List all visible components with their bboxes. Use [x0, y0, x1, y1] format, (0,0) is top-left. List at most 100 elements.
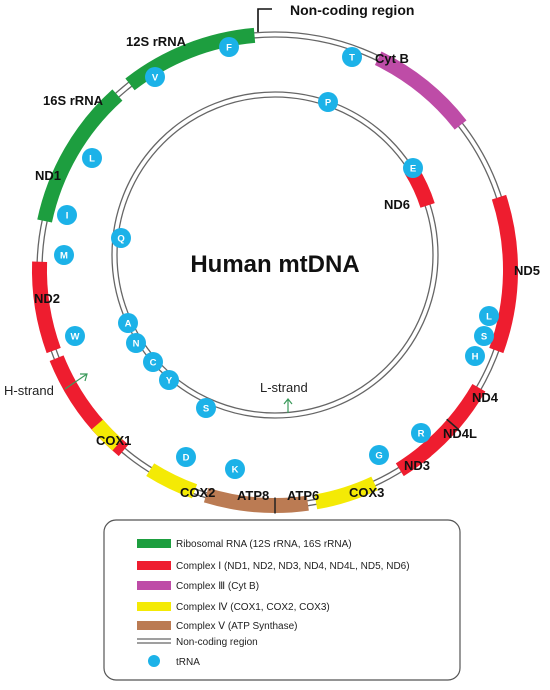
svg-text:M: M	[60, 250, 68, 261]
h-strand-indicator: H-strand	[4, 373, 88, 398]
label-nd2: ND2	[34, 291, 60, 306]
trna-s2: S	[474, 326, 494, 346]
svg-text:A: A	[125, 318, 132, 329]
trna-y: Y	[159, 370, 179, 390]
svg-text:V: V	[152, 72, 159, 83]
svg-text:S: S	[203, 403, 209, 414]
h-strand-arrowhead	[80, 373, 88, 382]
svg-text:C: C	[150, 357, 157, 368]
trna-a: A	[118, 313, 138, 333]
legend-text-trna: tRNA	[176, 657, 200, 668]
16s-rrna-arc	[37, 89, 123, 223]
label-cox3: COX3	[349, 485, 384, 500]
atp8-atp6-arc	[203, 488, 309, 513]
legend-swatch-complex1	[137, 561, 171, 570]
cox2-arc	[146, 463, 198, 499]
l-strand-indicator: L-strand	[260, 380, 308, 413]
legend: Ribosomal RNA (12S rRNA, 16S rRNA) Compl…	[103, 519, 461, 681]
trna-d: D	[176, 447, 196, 467]
legend-swatch-trna	[148, 655, 160, 667]
trna-t: T	[342, 47, 362, 67]
legend-text-noncoding: Non-coding region	[176, 637, 258, 648]
trna-v: V	[145, 67, 165, 87]
label-nd1: ND1	[35, 168, 61, 183]
trna-markers: F V L I M W D K G R H S L E T P Q A N C …	[54, 37, 499, 479]
legend-item-complex3: Complex Ⅲ (Cyt B)	[137, 581, 259, 592]
label-nd3: ND3	[404, 458, 430, 473]
trna-n: N	[126, 333, 146, 353]
legend-item-ribosomal: Ribosomal RNA (12S rRNA, 16S rRNA)	[137, 539, 352, 550]
legend-box	[103, 519, 461, 681]
label-nd4: ND4	[472, 390, 499, 405]
nd4l-nd4-arc	[418, 383, 486, 459]
svg-text:P: P	[325, 97, 332, 108]
trna-e: E	[403, 158, 423, 178]
svg-text:E: E	[410, 163, 416, 174]
inner-ring	[111, 91, 439, 419]
svg-text:Q: Q	[117, 233, 124, 244]
diagram-title: Human mtDNA	[190, 251, 359, 278]
svg-text:Y: Y	[166, 375, 173, 386]
trna-i: I	[57, 205, 77, 225]
h-strand-label: H-strand	[4, 383, 54, 398]
l-strand-arrowhead	[283, 398, 293, 405]
legend-text-complex5: Complex Ⅴ (ATP Synthase)	[176, 621, 298, 632]
nd1-arc	[31, 261, 61, 354]
legend-swatch-ribosomal	[137, 539, 171, 548]
cox3-arc	[314, 476, 378, 510]
label-nd4l: ND4L	[443, 426, 477, 441]
label-12s-rrna: 12S rRNA	[126, 34, 187, 49]
legend-text-ribosomal: Ribosomal RNA (12S rRNA, 16S rRNA)	[176, 539, 352, 550]
trna-l1: L	[82, 148, 102, 168]
svg-text:G: G	[375, 450, 382, 461]
noncoding-label: Non-coding region	[290, 2, 414, 18]
label-cox1: COX1	[96, 433, 131, 448]
noncoding-marker: Non-coding region	[257, 2, 414, 32]
legend-swatch-complex3	[137, 581, 171, 590]
legend-text-complex1: Complex Ⅰ (ND1, ND2, ND3, ND4, ND4L, ND5…	[176, 561, 410, 572]
svg-text:I: I	[66, 210, 69, 221]
svg-text:K: K	[232, 464, 239, 475]
label-atp8: ATP8	[237, 488, 269, 503]
legend-item-noncoding: Non-coding region	[137, 637, 258, 648]
h-strand-arrow	[64, 373, 88, 390]
trna-w: W	[65, 326, 85, 346]
label-cytb: Cyt B	[375, 51, 409, 66]
12s-rrna-arc	[125, 27, 256, 91]
label-cox2: COX2	[180, 485, 215, 500]
legend-text-complex4: Complex Ⅳ (COX1, COX2, COX3)	[176, 602, 330, 613]
legend-item-complex1: Complex Ⅰ (ND1, ND2, ND3, ND4, ND4L, ND5…	[137, 561, 410, 572]
cox1-arc	[91, 419, 123, 451]
trna-h: H	[465, 346, 485, 366]
trna-r: R	[411, 423, 431, 443]
svg-text:R: R	[418, 428, 425, 439]
label-16s-rrna: 16S rRNA	[43, 93, 104, 108]
svg-text:D: D	[183, 452, 190, 463]
label-nd6: ND6	[384, 197, 410, 212]
l-strand-label: L-strand	[260, 380, 308, 395]
trna-g: G	[369, 445, 389, 465]
svg-text:T: T	[349, 52, 355, 63]
legend-item-trna: tRNA	[148, 655, 200, 668]
nd5-arc	[489, 194, 519, 354]
svg-text:F: F	[226, 42, 232, 53]
legend-item-complex5: Complex Ⅴ (ATP Synthase)	[137, 621, 298, 632]
svg-text:N: N	[133, 338, 140, 349]
legend-item-complex4: Complex Ⅳ (COX1, COX2, COX3)	[137, 602, 330, 613]
legend-swatch-complex4	[137, 602, 171, 611]
svg-text:H: H	[472, 351, 479, 362]
outer-gene-arcs	[31, 27, 519, 514]
legend-text-complex3: Complex Ⅲ (Cyt B)	[176, 581, 259, 592]
trna-q: Q	[111, 228, 131, 248]
label-atp6: ATP6	[287, 488, 319, 503]
trna-f: F	[219, 37, 239, 57]
svg-text:L: L	[89, 153, 95, 164]
svg-text:L: L	[486, 311, 492, 322]
trna-l2: L	[479, 306, 499, 326]
svg-text:S: S	[481, 331, 487, 342]
legend-swatch-complex5	[137, 621, 171, 630]
cytb-arc	[374, 51, 467, 130]
trna-c: C	[143, 352, 163, 372]
svg-text:W: W	[71, 331, 80, 342]
